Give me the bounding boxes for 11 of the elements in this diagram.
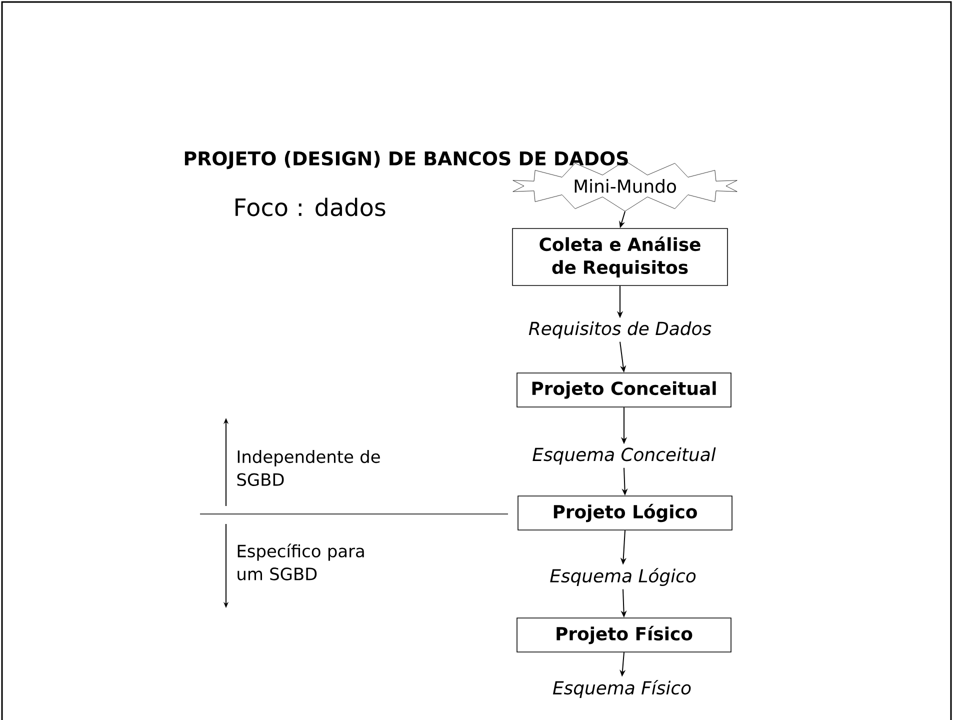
data-text: Esquema Lógico <box>550 568 696 586</box>
label-text: Foco : dados <box>236 198 386 216</box>
label-text: Independente de SGBD <box>237 450 380 486</box>
process-box: Projeto Conceitual <box>516 372 732 408</box>
data-text: Requisitos de Dados <box>528 321 712 339</box>
process-box: Projeto Físico <box>516 618 732 652</box>
process-box: Projeto Lógico <box>518 496 732 530</box>
process-box: Coleta e Análise de Requisitos <box>512 228 728 286</box>
data-text: Esquema Conceitual <box>532 447 716 465</box>
data-text: Esquema Físico <box>552 680 691 698</box>
label-text: Específico para um SGBD <box>238 544 364 580</box>
